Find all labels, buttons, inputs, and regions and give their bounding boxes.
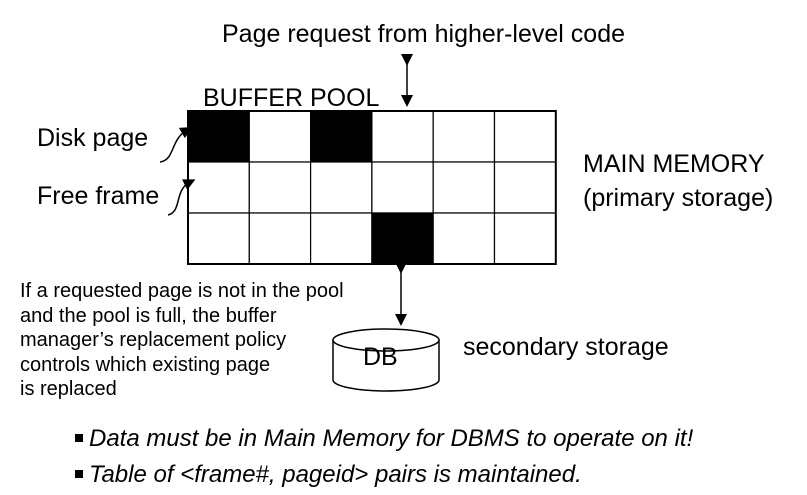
free-frame-label: Free frame — [37, 182, 160, 210]
replacement-note: If a requested page is not in the pool a… — [20, 279, 390, 402]
bullet-text: Table of <frame#, pageid> pairs is maint… — [89, 461, 582, 488]
free-frame-cell — [371, 110, 434, 163]
disk-page-frame — [310, 110, 373, 163]
note-line: and the pool is full, the buffer — [20, 304, 277, 327]
primary-storage-label: (primary storage) — [583, 184, 774, 212]
disk-page-pointer — [159, 126, 193, 163]
free-frame-cell — [310, 212, 373, 265]
free-frame-cell — [248, 161, 312, 214]
free-frame-cell — [248, 212, 312, 265]
note-line: controls which existing page — [20, 353, 271, 376]
free-frame-cell — [493, 161, 557, 214]
main-memory-label: MAIN MEMORY — [583, 150, 765, 178]
db-cylinder — [332, 328, 440, 392]
disk-page-frame — [371, 212, 434, 265]
buffer-pool-label: BUFFER POOL — [203, 84, 380, 112]
page-request-label: Page request from higher-level code — [222, 20, 626, 48]
free-frame-cell — [187, 212, 250, 265]
bullet-icon — [75, 469, 83, 478]
db-label: DB — [363, 343, 398, 371]
free-frame-cell — [432, 212, 496, 265]
bullet-icon — [75, 433, 83, 442]
free-frame-pointer — [167, 179, 196, 216]
free-frame-cell — [493, 110, 557, 163]
bullet-item: Data must be in Main Memory for DBMS to … — [75, 425, 693, 453]
disk-page-frame — [187, 110, 250, 163]
note-line: If a requested page is not in the pool — [20, 280, 344, 302]
bullet-text: Data must be in Main Memory for DBMS to … — [89, 425, 694, 452]
buffer-pool-grid — [187, 110, 557, 265]
free-frame-cell — [187, 161, 250, 214]
free-frame-cell — [371, 161, 434, 214]
free-frame-cell — [493, 212, 557, 265]
free-frame-cell — [310, 161, 373, 214]
free-frame-cell — [248, 110, 312, 163]
note-line: is replaced — [20, 378, 117, 400]
secondary-storage-label: secondary storage — [463, 333, 669, 361]
bullet-item: Table of <frame#, pageid> pairs is maint… — [75, 461, 582, 489]
free-frame-cell — [432, 161, 496, 214]
note-line: manager’s replacement policy — [20, 329, 287, 351]
free-frame-cell — [432, 110, 496, 163]
disk-page-label: Disk page — [37, 124, 149, 152]
